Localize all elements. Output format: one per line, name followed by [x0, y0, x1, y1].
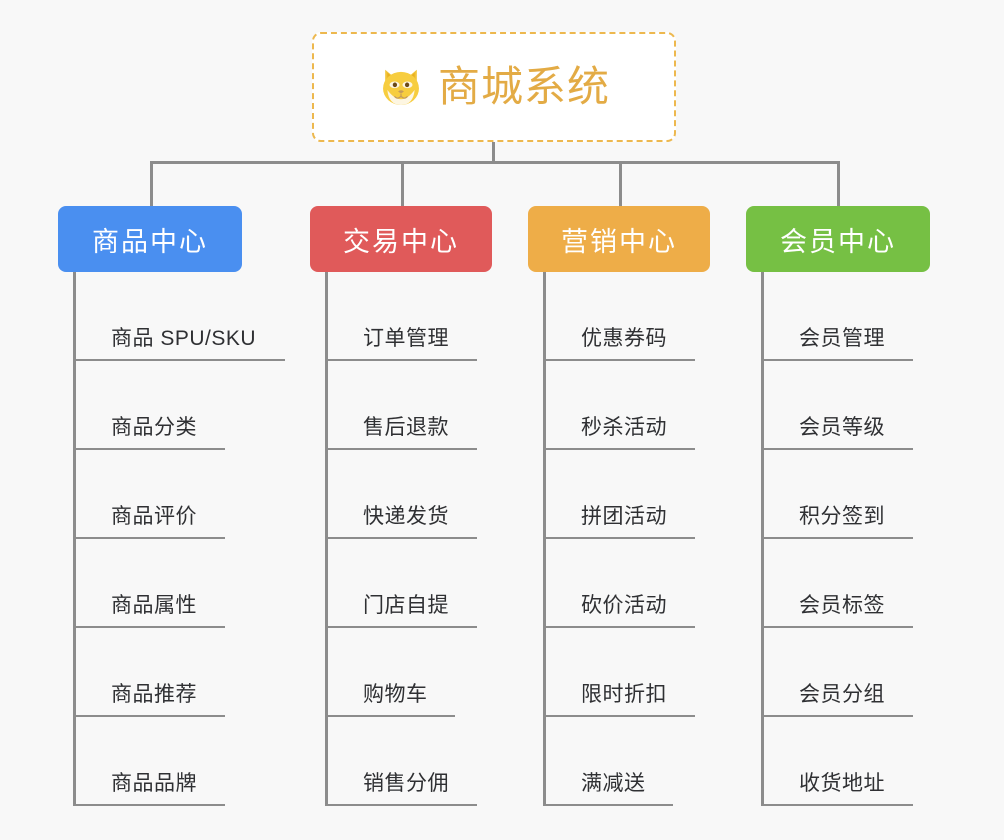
leaf-item-underline [543, 448, 695, 450]
leaf-item-underline [73, 359, 285, 361]
leaf-item-label: 快递发货 [363, 505, 449, 528]
leaf-item[interactable]: 商品评价 [73, 450, 225, 539]
leaf-item-underline [543, 359, 695, 361]
leaf-item-underline [325, 626, 477, 628]
leaf-item-label: 销售分佣 [363, 772, 449, 795]
leaf-item-underline [73, 448, 225, 450]
leaf-item-label: 优惠券码 [581, 327, 667, 350]
leaf-item[interactable]: 售后退款 [325, 361, 477, 450]
leaf-item[interactable]: 会员管理 [761, 272, 913, 361]
leaf-item-label: 商品推荐 [111, 683, 197, 706]
leaf-item-label: 满减送 [581, 772, 646, 795]
leaf-item[interactable]: 拼团活动 [543, 450, 695, 539]
connector-root-trunk [492, 142, 495, 164]
leaf-item-underline [761, 715, 913, 717]
leaf-item-label: 商品品牌 [111, 772, 197, 795]
leaf-item-underline [325, 804, 477, 806]
leaf-spine [761, 272, 764, 806]
leaf-item-underline [325, 715, 455, 717]
connector-drop-1 [150, 161, 153, 208]
leaf-item-label: 秒杀活动 [581, 416, 667, 439]
leaf-item-underline [543, 537, 695, 539]
leaf-item-underline [325, 359, 477, 361]
leaf-item[interactable]: 商品 SPU/SKU [73, 272, 285, 361]
leaf-item[interactable]: 限时折扣 [543, 628, 695, 717]
leaf-item-underline [761, 537, 913, 539]
leaf-item-underline [761, 626, 913, 628]
leaf-item-underline [543, 715, 695, 717]
leaf-item-underline [543, 804, 673, 806]
leaf-item-label: 商品属性 [111, 594, 197, 617]
category-label: 商品中心 [92, 226, 208, 257]
leaf-item-label: 砍价活动 [581, 594, 667, 617]
leaf-item-underline [325, 537, 477, 539]
leaf-item[interactable]: 商品分类 [73, 361, 225, 450]
leaf-item-underline [73, 804, 225, 806]
leaf-item-underline [761, 804, 913, 806]
category-box-4[interactable]: 会员中心 [746, 206, 930, 272]
connector-drop-4 [837, 161, 840, 208]
leaf-item-underline [325, 448, 477, 450]
category-box-2[interactable]: 交易中心 [310, 206, 492, 272]
leaf-item-label: 购物车 [363, 683, 428, 706]
leaf-item-label: 门店自提 [363, 594, 449, 617]
leaf-item-underline [73, 715, 225, 717]
leaf-item-label: 限时折扣 [581, 683, 667, 706]
leaf-item-label: 会员标签 [799, 594, 885, 617]
leaf-item-label: 商品评价 [111, 505, 197, 528]
leaf-item-label: 会员分组 [799, 683, 885, 706]
leaf-item-label: 商品分类 [111, 416, 197, 439]
leaf-item[interactable]: 商品推荐 [73, 628, 225, 717]
leaf-item-underline [73, 626, 225, 628]
shiba-dog-face-icon [378, 64, 424, 110]
category-label: 交易中心 [343, 226, 459, 257]
leaf-item-underline [543, 626, 695, 628]
leaf-item[interactable]: 销售分佣 [325, 717, 477, 806]
leaf-item[interactable]: 商品属性 [73, 539, 225, 628]
leaf-spine [73, 272, 76, 806]
leaf-item[interactable]: 积分签到 [761, 450, 913, 539]
leaf-item-label: 收货地址 [799, 772, 885, 795]
category-box-1[interactable]: 商品中心 [58, 206, 242, 272]
leaf-spine [543, 272, 546, 806]
leaf-item-label: 会员等级 [799, 416, 885, 439]
leaf-item-underline [761, 448, 913, 450]
root-title: 商城系统 [437, 63, 610, 110]
leaf-item-underline [761, 359, 913, 361]
leaf-item-label: 会员管理 [799, 327, 885, 350]
category-box-3[interactable]: 营销中心 [528, 206, 710, 272]
leaf-item[interactable]: 快递发货 [325, 450, 477, 539]
leaf-item[interactable]: 砍价活动 [543, 539, 695, 628]
connector-drop-2 [401, 161, 404, 208]
category-label: 会员中心 [780, 226, 896, 257]
leaf-item-label: 拼团活动 [581, 505, 667, 528]
leaf-item[interactable]: 商品品牌 [73, 717, 225, 806]
leaf-item-label: 商品 SPU/SKU [111, 327, 257, 350]
leaf-item[interactable]: 会员标签 [761, 539, 913, 628]
leaf-item[interactable]: 收货地址 [761, 717, 913, 806]
leaf-item[interactable]: 满减送 [543, 717, 673, 806]
leaf-item[interactable]: 优惠券码 [543, 272, 695, 361]
connector-horizontal-bus [150, 161, 840, 164]
leaf-item[interactable]: 购物车 [325, 628, 455, 717]
leaf-item[interactable]: 订单管理 [325, 272, 477, 361]
leaf-item[interactable]: 会员等级 [761, 361, 913, 450]
leaf-item[interactable]: 会员分组 [761, 628, 913, 717]
leaf-item-label: 积分签到 [799, 505, 885, 528]
category-label: 营销中心 [561, 226, 677, 257]
root-node-shop-system[interactable]: 商城系统 [312, 32, 676, 142]
leaf-item-label: 订单管理 [363, 327, 449, 350]
leaf-item-underline [73, 537, 225, 539]
leaf-item-label: 售后退款 [363, 416, 449, 439]
leaf-item[interactable]: 秒杀活动 [543, 361, 695, 450]
leaf-spine [325, 272, 328, 806]
connector-drop-3 [619, 161, 622, 208]
leaf-item[interactable]: 门店自提 [325, 539, 477, 628]
